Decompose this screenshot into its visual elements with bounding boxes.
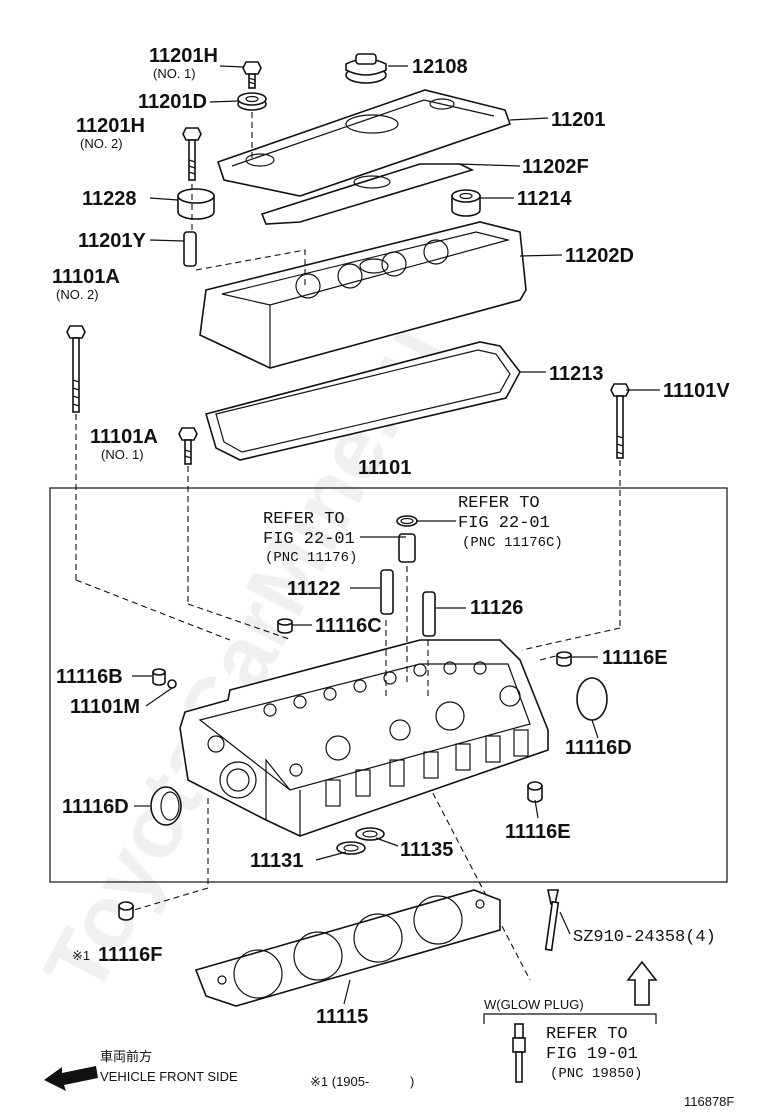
plug-11116d-left	[150, 786, 182, 826]
label-11201h-no2-sub: (NO. 2)	[80, 136, 123, 151]
label-12108: 12108	[412, 56, 468, 78]
grommet-11214	[451, 189, 481, 217]
plug-11116f	[118, 901, 134, 921]
plug-11101m	[167, 679, 177, 689]
glow-plug-bracket	[483, 1013, 657, 1024]
gasket-11202f	[260, 163, 475, 225]
guide-11126	[422, 591, 436, 637]
label-11101v: 11101V	[663, 380, 730, 402]
label-11202d: 11202D	[565, 245, 634, 267]
ref1-line1: REFER TO	[263, 510, 345, 529]
ref3-line1: REFER TO	[546, 1025, 628, 1044]
label-11201: 11201	[551, 109, 606, 131]
pin-11201y	[183, 231, 197, 267]
plug-11116d-right	[576, 677, 608, 721]
bolt-11101v	[610, 383, 630, 459]
label-11116c: 11116C	[315, 615, 382, 637]
label-11201h-no1-sub: (NO. 1)	[153, 66, 196, 81]
vehicle-front-en: VEHICLE FRONT SIDE	[100, 1069, 238, 1084]
label-11201y: 11201Y	[78, 230, 147, 252]
vehicle-front-jp: 車両前方	[100, 1049, 152, 1064]
bolt-11201h-no2	[182, 127, 202, 181]
gasket-11213	[205, 341, 521, 461]
ref1-pnc: (PNC 11176)	[265, 550, 357, 566]
label-11126: 11126	[470, 597, 523, 619]
label-11201d: 11201D	[138, 91, 207, 113]
seal-11131	[336, 841, 366, 855]
cylinder-head-cover-11202d	[199, 221, 527, 369]
ref2-line1: REFER TO	[458, 494, 540, 513]
ref3-line2: FIG 19-01	[546, 1045, 638, 1064]
label-11115: 11115	[316, 1006, 368, 1028]
label-11135: 11135	[400, 839, 453, 861]
label-11228: 11228	[82, 188, 137, 210]
label-11101a-no1: 11101A	[90, 426, 158, 448]
grommet-11201d	[237, 92, 267, 111]
label-11101m: 11101M	[70, 696, 140, 718]
label-11116e-top: 11116E	[602, 647, 668, 669]
label-11213: 11213	[549, 363, 604, 385]
plug-11116e-top	[556, 651, 572, 667]
head-gasket-11115	[194, 889, 501, 1007]
injector-sleeve-ref	[398, 533, 416, 563]
label-11116d-left: 11116D	[62, 796, 129, 818]
o-ring-ref	[396, 515, 418, 527]
label-11116f: 11116F	[98, 944, 163, 966]
up-arrow-icon	[626, 960, 658, 1006]
ref2-line2: FIG 22-01	[458, 514, 550, 533]
label-11101a-no1-sub: (NO. 1)	[101, 447, 144, 462]
vehicle-front-arrow-icon	[44, 1066, 98, 1091]
figure-code: 116878F	[684, 1094, 734, 1109]
label-11101: 11101	[358, 457, 411, 479]
label-11116f-mark: ※1	[72, 948, 90, 963]
footnote: ※1 (1905-	[310, 1074, 369, 1089]
cylinder-head-frame	[49, 487, 728, 883]
label-11201h-no1: 11201H	[149, 45, 218, 67]
bolt-11101a-no1	[178, 427, 198, 465]
label-11214: 11214	[517, 188, 572, 210]
label-11131: 11131	[250, 850, 303, 872]
footnote-close: )	[410, 1074, 414, 1089]
oil-filler-cap-12108	[345, 53, 387, 84]
guide-11122	[380, 569, 394, 615]
cylinder-head-11101	[179, 639, 549, 837]
label-11202f: 11202F	[522, 156, 589, 178]
label-11116b: 11116B	[56, 666, 123, 688]
label-11101a-no2: 11101A	[52, 266, 120, 288]
label-11122: 11122	[287, 578, 340, 600]
label-11116d-right: 11116D	[565, 737, 632, 759]
cylinder-head-cover-11201	[216, 89, 512, 197]
ref3-pnc: (PNC 19850)	[550, 1066, 642, 1082]
ref1-line2: FIG 22-01	[263, 530, 355, 549]
glow-plug-small	[512, 1023, 526, 1083]
label-11201h-no2: 11201H	[76, 115, 145, 137]
bolt-11101a-no2	[66, 325, 86, 413]
bolt-11201h-no1	[242, 61, 262, 89]
label-11101a-no2-sub: (NO. 2)	[56, 287, 99, 302]
plug-11116e-bottom	[527, 781, 543, 803]
grommet-11228	[177, 188, 215, 220]
glow-plug-title: W(GLOW PLUG)	[484, 997, 584, 1012]
plug-11116b	[152, 668, 166, 686]
ref2-pnc: (PNC 11176C)	[462, 535, 563, 551]
plug-11116c	[277, 618, 293, 634]
label-sz910: SZ910-24358(4)	[573, 928, 716, 947]
label-11116e-bottom: 11116E	[505, 821, 571, 843]
seal-11135	[355, 827, 385, 841]
glow-plug-sz910	[544, 889, 560, 952]
